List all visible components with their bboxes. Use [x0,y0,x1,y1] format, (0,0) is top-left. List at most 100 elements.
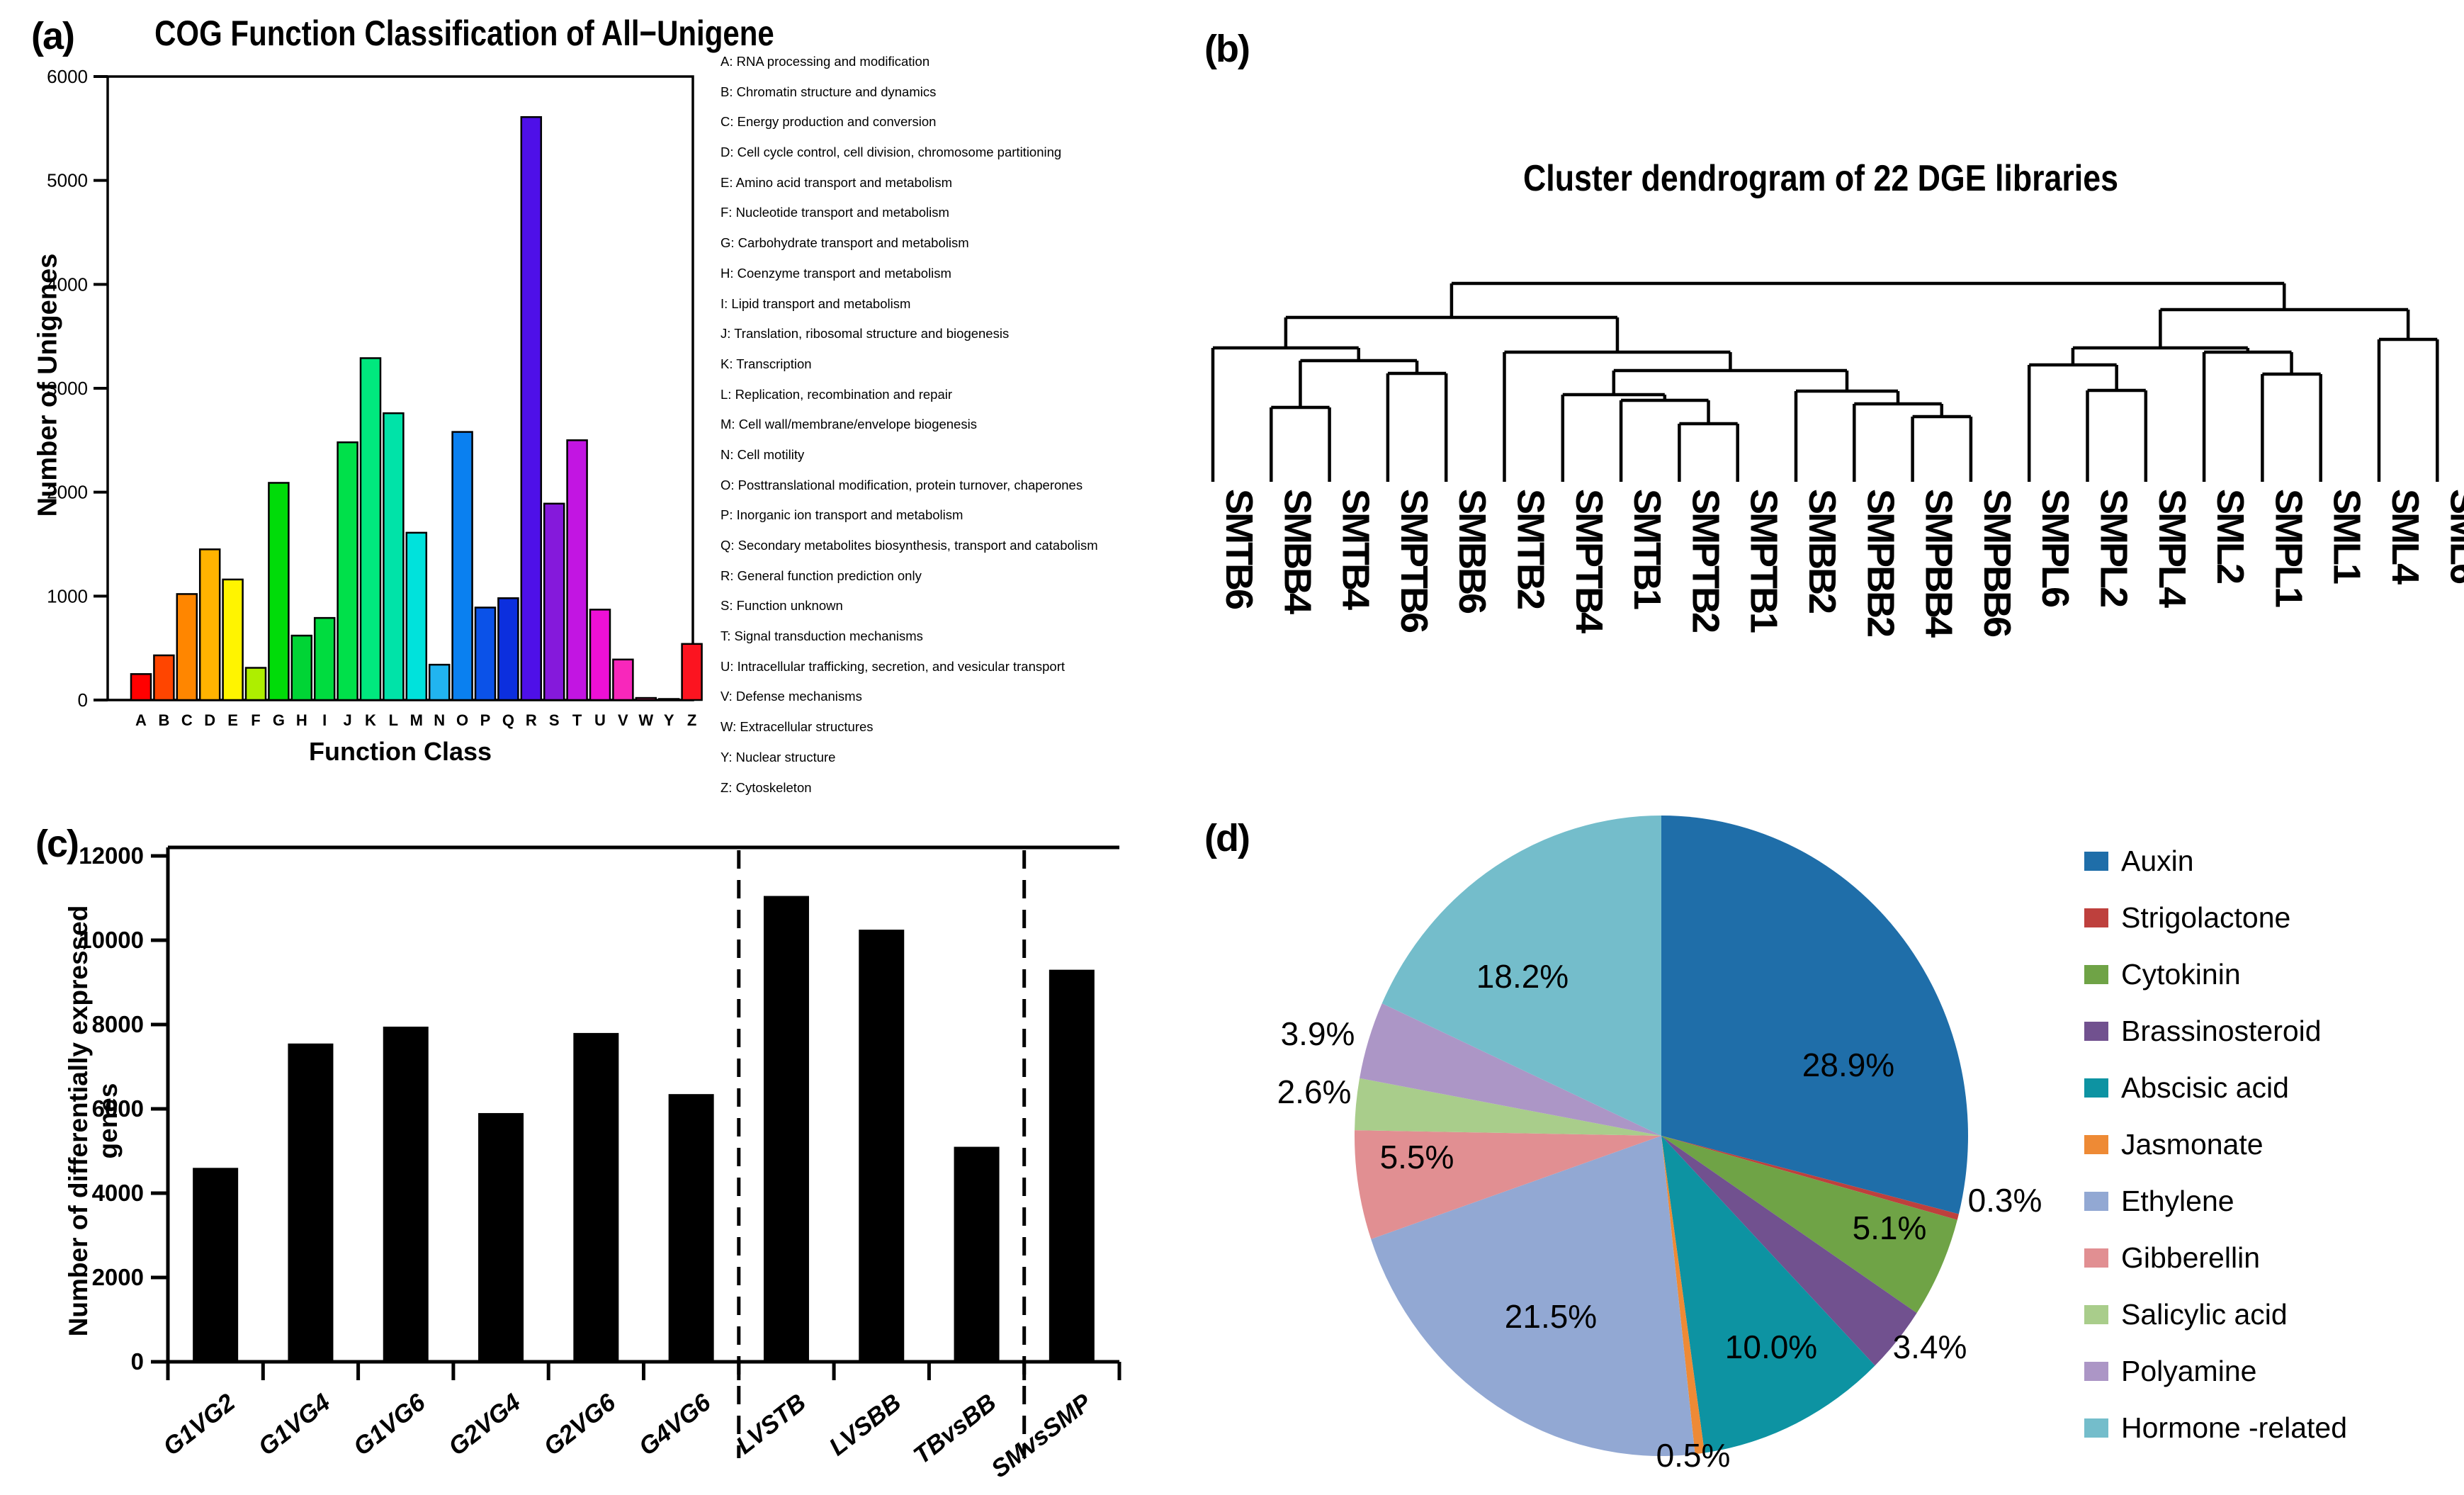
cog-legend-item: V: Defense mechanisms [720,689,862,704]
x-category-A: A [135,711,147,729]
cog-legend-item: K: Transcription [720,356,812,371]
bar-I [313,616,336,701]
pie-slice-Hormone--related [1381,816,1661,1136]
x-category-K: K [365,711,376,729]
leaf-label-SMPTB2: SMPTB2 [1684,489,1727,632]
pie-slice-Strigolactone [1661,1136,1959,1220]
leaf-label-SMPTB6: SMPTB6 [1393,489,1435,633]
y-tick-label: 1000 [47,585,88,607]
legend-swatch-Ethylene [2084,1191,2108,1211]
pie-legend-item: Brassinosteroid [2084,1003,2347,1059]
panel-c-marker: (c) [35,823,79,865]
legend-label: Cytokinin [2121,957,2241,991]
y-tick-label: 6000 [92,1095,144,1122]
legend-label: Ethylene [2121,1184,2234,1217]
cog-legend-item: O: Posttranslational modification, prote… [720,477,1083,492]
x-category-I: I [322,711,327,729]
cog-legend-item: F: Nucleotide transport and metabolism [720,205,949,220]
leaf-label-SMTB6: SMTB6 [1218,489,1260,609]
cog-legend-item: J: Translation, ribosomal structure and … [720,326,1010,342]
x-category-N: N [434,711,445,729]
cog-legend-item: A: RNA processing and modification [720,54,930,69]
legend-swatch-Cytokinin [2084,964,2108,984]
bar-G4VG6 [668,1094,714,1362]
pie-legend-item: Hormone -related [2084,1399,2347,1456]
x-category-O: O [456,711,468,729]
bar-Z [681,643,703,701]
bar-P [474,607,497,701]
x-category-G1VG2: G1VG2 [158,1388,240,1461]
leaf-label-SMPBB2: SMPBB2 [1859,489,1901,636]
x-category-G1VG6: G1VG6 [349,1388,431,1461]
pie-label-21.5%: 21.5% [1505,1298,1597,1335]
panel-a-marker: (a) [31,15,75,57]
legend-swatch-Polyamine [2084,1361,2108,1381]
cog-legend-item: Q: Secondary metabolites biosynthesis, t… [720,538,1098,553]
pie-legend-item: Polyamine [2084,1343,2347,1399]
pie-label-0.5%: 0.5% [1656,1437,1731,1474]
x-category-Q: Q [502,711,514,729]
legend-swatch-Gibberellin [2084,1248,2108,1268]
x-category-G1VG4: G1VG4 [253,1389,335,1462]
leaf-label-SMBB4: SMBB4 [1276,489,1318,614]
bar-F [244,667,267,701]
y-tick-label: 3000 [47,378,88,399]
pie-legend-item: Jasmonate [2084,1116,2347,1173]
pie-label-5.1%: 5.1% [1853,1209,1927,1246]
cog-legend-item: U: Intracellular trafficking, secretion,… [720,658,1066,674]
cog-legend-item: S: Function unknown [720,598,843,614]
x-category-C: C [181,711,193,729]
x-category-Z: Z [687,711,696,729]
x-category-U: U [594,711,606,729]
pie-slice-Gibberellin [1354,1130,1661,1239]
bar-W [635,696,657,701]
cog-legend-item: W: Extracellular structures [720,719,874,735]
leaf-label-SMTB4: SMTB4 [1335,489,1377,610]
leaf-label-SMPL2: SMPL2 [2093,489,2135,607]
pie-slice-Salicylic-acid [1355,1078,1661,1136]
bar-V [612,658,634,701]
cog-legend-item: D: Cell cycle control, cell division, ch… [720,145,1062,160]
bar-B [153,654,175,701]
leaf-label-SMPBB4: SMPBB4 [1918,489,1960,638]
y-tick-label: 8000 [92,1011,144,1037]
cog-legend-item: M: Cell wall/membrane/envelope biogenesi… [720,417,977,432]
legend-label: Auxin [2121,844,2194,877]
hormone-pie-chart: 28.9%0.3%5.1%3.4%10.0%0.5%21.5%5.5%2.6%3… [1277,816,2042,1474]
pie-legend-item: Abscisic acid [2084,1059,2347,1116]
pie-legend-item: Salicylic acid [2084,1286,2347,1343]
y-tick-label: 2000 [47,482,88,503]
bar-U [589,609,611,701]
cog-legend-item: G: Carbohydrate transport and metabolism [720,235,969,251]
legend-label: Salicylic acid [2121,1297,2288,1331]
pie-legend-item: Auxin [2084,833,2347,889]
bar-G2VG4 [478,1112,524,1362]
leaf-label-SMPBB6: SMPBB6 [1976,489,2018,637]
bar-G2VG6 [573,1032,619,1362]
x-category-LVSBB: LVSBB [824,1389,906,1462]
leaf-label-SML1: SML1 [2326,489,2368,584]
legend-swatch-Strigolactone [2084,908,2108,927]
pie-slice-Ethylene [1371,1136,1695,1456]
pie-label-0.3%: 0.3% [1968,1182,2042,1219]
legend-swatch-Hormone--related [2084,1418,2108,1438]
y-tick-label: 5000 [47,170,88,191]
x-category-W: W [638,711,653,729]
leaf-label-SMPL6: SMPL6 [2034,489,2076,607]
x-category-SMvsSMP: SMvsSMP [986,1388,1097,1483]
pie-slice-Auxin [1661,816,1968,1214]
x-category-S: S [549,711,560,729]
pie-label-10.0%: 10.0% [1725,1328,1817,1365]
bar-K [359,357,382,701]
bar-M [405,531,428,701]
leaf-label-SMTB2: SMTB2 [1510,489,1552,609]
cog-legend-item: I: Lipid transport and metabolism [720,295,911,311]
cog-legend-item: R: General function prediction only [720,568,922,583]
leaf-label-SMPTB1: SMPTB1 [1743,489,1785,633]
pie-slice-Cytokinin [1661,1136,1957,1314]
y-tick-label: 10000 [79,927,144,953]
x-category-P: P [480,711,491,729]
cog-legend-item: T: Signal transduction mechanisms [720,628,923,644]
